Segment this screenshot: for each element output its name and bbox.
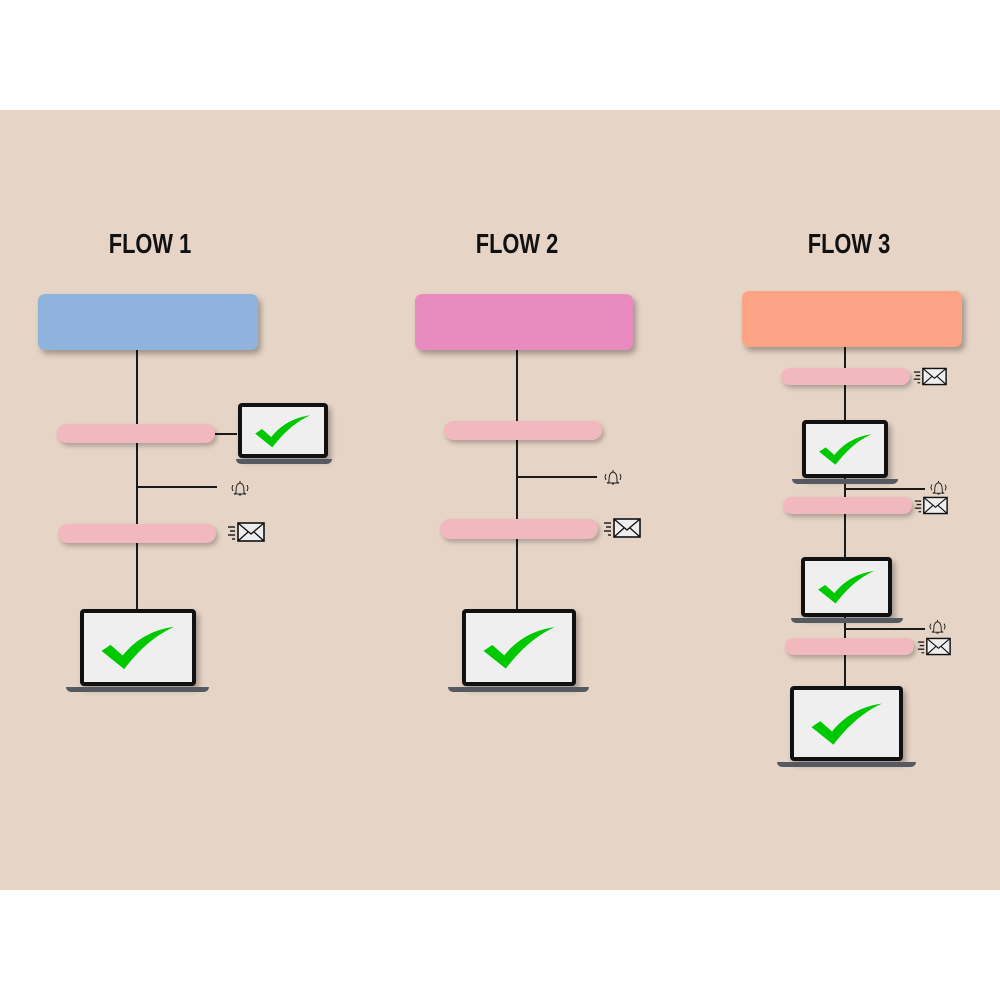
flow-1-branch xyxy=(215,433,237,435)
flow-2-connector xyxy=(516,350,518,612)
flow-3-step-2[interactable] xyxy=(783,497,912,514)
flow-1-step-1[interactable] xyxy=(57,424,215,443)
flow-3-step-1[interactable] xyxy=(781,368,910,385)
flow-3-title: FLOW 3 xyxy=(807,228,891,259)
flow-2-title: FLOW 2 xyxy=(475,228,559,259)
flow-1-branch xyxy=(137,486,217,488)
flow-1-step-2[interactable] xyxy=(58,524,216,543)
flow-2-branch xyxy=(517,476,597,478)
flow-3-step-3[interactable] xyxy=(785,638,914,655)
email-icon xyxy=(603,518,641,538)
flow-1-title: FLOW 1 xyxy=(108,228,192,259)
laptop-check-icon xyxy=(236,403,332,464)
bell-icon xyxy=(602,467,624,487)
flow-3-branch xyxy=(845,628,925,630)
laptop-check-icon xyxy=(66,609,209,692)
flow-2-header-box[interactable] xyxy=(415,294,633,350)
email-icon xyxy=(227,522,265,542)
flow-1-header-box[interactable] xyxy=(38,294,258,350)
email-icon xyxy=(913,367,947,386)
laptop-check-icon xyxy=(792,420,898,484)
laptop-check-icon xyxy=(448,609,589,692)
bell-icon xyxy=(927,617,948,636)
flow-3-branch xyxy=(845,488,925,490)
flow-3-header-box[interactable] xyxy=(742,291,962,347)
laptop-check-icon xyxy=(791,557,903,623)
flow-2-step-2[interactable] xyxy=(440,519,598,539)
flow-3-connector xyxy=(844,347,846,687)
bell-icon xyxy=(229,478,251,498)
flow-1-connector xyxy=(136,350,138,612)
email-icon xyxy=(917,637,951,656)
email-icon xyxy=(914,496,948,515)
bell-icon xyxy=(928,478,949,497)
laptop-check-icon xyxy=(777,686,916,767)
flow-2-step-1[interactable] xyxy=(444,421,602,440)
